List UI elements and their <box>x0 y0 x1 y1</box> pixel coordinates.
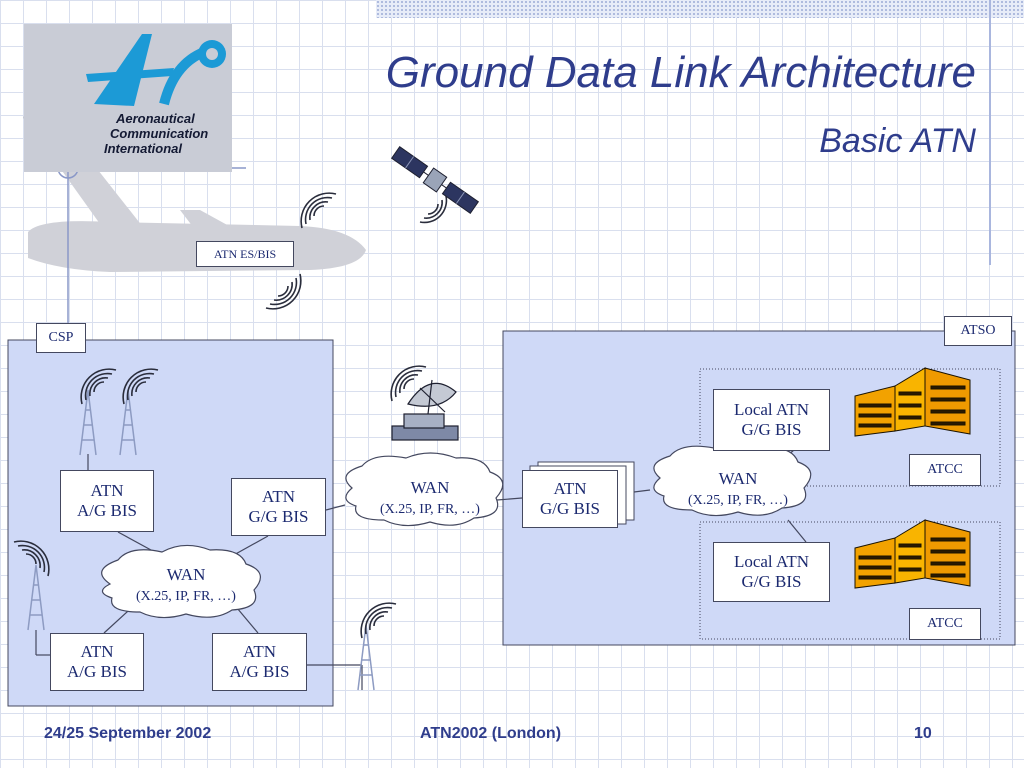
aci-logo: Aeronautical Communication International <box>24 24 232 172</box>
logo-line-3: International <box>104 140 183 156</box>
page-number: 10 <box>914 725 932 742</box>
atso-label: ATSO <box>944 316 1012 346</box>
footer-date: 24/25 September 2002 <box>44 725 212 742</box>
header-band <box>376 0 1024 18</box>
radio-waves <box>13 192 448 639</box>
central-wan-protocols: (X.25, IP, FR, …) <box>380 502 480 517</box>
page-subtitle: Basic ATN <box>819 122 976 160</box>
csp-wan-protocols: (X.25, IP, FR, …) <box>136 589 236 604</box>
satellite-dish-icon <box>391 379 459 441</box>
atcc-site-2 <box>699 521 1001 640</box>
atcc-label-2: ATCC <box>909 608 981 640</box>
central-wan-cloud <box>345 452 504 527</box>
logo-line-2: Communication <box>110 125 209 141</box>
satellite-icon <box>390 146 480 214</box>
central-wan-title: WAN <box>411 478 450 497</box>
atso-wan-protocols: (X.25, IP, FR, …) <box>688 493 788 508</box>
aircraft-label: ATN ES/BIS <box>196 241 294 267</box>
atcc-buildings-icon <box>854 367 971 589</box>
csp-wan-cloud <box>101 544 261 619</box>
csp-wan-title: WAN <box>167 565 206 584</box>
atso-wan-title: WAN <box>719 469 758 488</box>
page-title: Ground Data Link Architecture <box>385 48 976 97</box>
atcc-site-1 <box>699 368 1001 487</box>
header-vertical-rule <box>989 0 991 265</box>
csp-label: CSP <box>36 323 86 353</box>
footer-event: ATN2002 (London) <box>420 725 562 742</box>
atcc-label-1: ATCC <box>909 454 981 486</box>
atso-wan-cloud <box>653 442 812 517</box>
aci-logo-mark-icon <box>86 34 226 106</box>
logo-line-1: Aeronautical <box>116 111 195 126</box>
